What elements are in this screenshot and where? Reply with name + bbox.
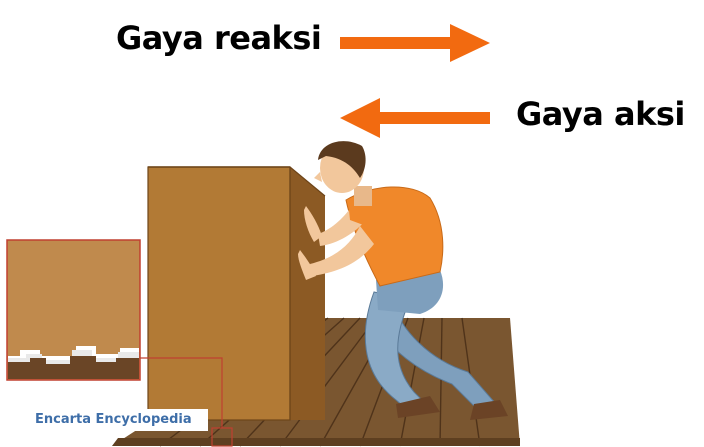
action-force-arrow [340, 98, 490, 138]
source-caption: Encarta Encyclopedia [28, 409, 208, 431]
reaction-force-arrow [340, 24, 490, 62]
crate [147, 166, 326, 421]
action-force-label: Gaya aksi [516, 95, 685, 133]
man-pushing [298, 141, 508, 420]
reaction-force-label: Gaya reaksi [116, 19, 322, 57]
surface-zoom-inset [6, 239, 233, 447]
